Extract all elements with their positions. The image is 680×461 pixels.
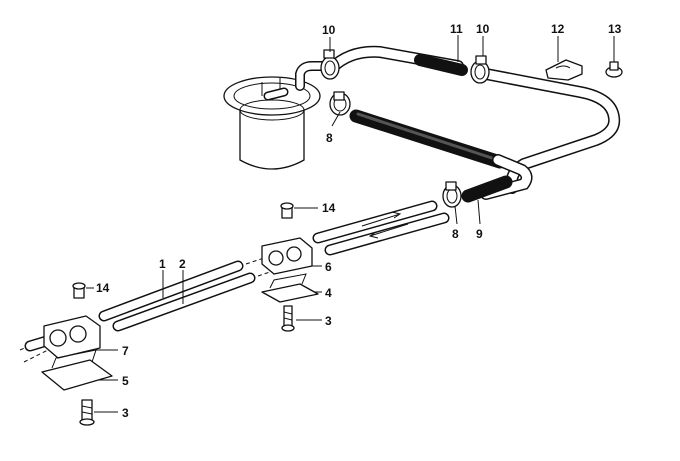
callout-8-bottom: 8	[452, 227, 459, 241]
pipe-clip-6	[261, 237, 313, 275]
callout-9: 9	[476, 227, 483, 241]
bolt-3-lower	[79, 399, 95, 426]
hose-clamps	[320, 49, 490, 208]
callout-3-lower: 3	[122, 406, 129, 420]
tank-sender-unit	[223, 61, 327, 170]
callout-4: 4	[325, 286, 332, 300]
callout-8-top: 8	[326, 131, 333, 145]
grommet-13	[605, 61, 623, 78]
callout-10-left: 10	[322, 23, 336, 37]
callout-1: 1	[159, 257, 166, 271]
callout-labels: 10 11 10 12 13 8 14 8 9 1 2 6 14 4 3 7 5…	[96, 22, 622, 420]
fuel-pipes	[19, 200, 450, 363]
hose-clamp-10-left	[320, 49, 340, 80]
callout-7: 7	[122, 344, 129, 358]
callout-2: 2	[179, 257, 186, 271]
callout-12: 12	[551, 22, 565, 36]
hose-clamp-10-right	[470, 55, 490, 84]
bracket-12	[545, 59, 583, 81]
plug-14-lower	[72, 282, 86, 299]
callout-11: 11	[450, 22, 463, 36]
supply-return-lines	[326, 45, 621, 203]
callout-13: 13	[608, 22, 622, 36]
callout-14-lower: 14	[96, 281, 110, 295]
leader-lines	[86, 35, 615, 413]
callout-5: 5	[122, 374, 129, 388]
callout-3-middle: 3	[325, 314, 332, 328]
plug-14-middle	[280, 202, 294, 219]
callout-14-middle: 14	[322, 201, 336, 215]
hose-clamp-8-top	[329, 91, 351, 116]
holder-5	[41, 349, 113, 391]
holder-4	[261, 273, 319, 303]
pipe-clip-7	[43, 315, 101, 359]
callout-10-right: 10	[476, 22, 490, 36]
callout-6: 6	[325, 260, 332, 274]
hose-clamp-8-bottom	[442, 181, 462, 208]
bolt-3-middle	[281, 305, 295, 332]
